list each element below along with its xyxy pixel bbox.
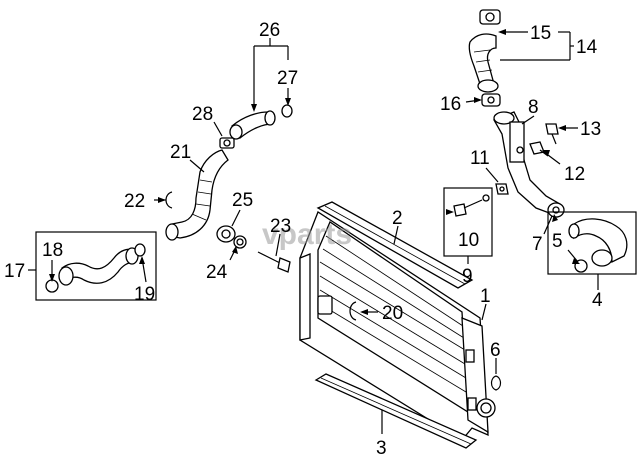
seal-24 [233, 235, 247, 249]
hose-assembly-17-box [35, 231, 157, 301]
leader-lines [28, 31, 599, 434]
charge-hose-14 [468, 33, 499, 93]
callout-25: 25 [232, 190, 253, 211]
arrowheads [49, 29, 580, 315]
callout-28: 28 [192, 104, 213, 125]
callout-11: 11 [470, 148, 490, 169]
callout-21: 21 [170, 142, 191, 163]
callout-26: 26 [259, 20, 280, 41]
clip-20 [349, 301, 357, 321]
callout-8: 8 [528, 97, 539, 118]
callout-18: 18 [42, 240, 63, 261]
clip-22 [165, 191, 173, 209]
clamp-7 [547, 202, 565, 218]
o-ring-27 [281, 104, 293, 118]
callout-19: 19 [134, 284, 155, 305]
callout-2: 2 [392, 208, 403, 229]
callout-15: 15 [530, 23, 551, 44]
bolt-13 [545, 123, 559, 145]
callout-14: 14 [576, 37, 598, 58]
lower-air-deflector [314, 373, 478, 449]
clamp-16 [481, 93, 501, 107]
callout-13: 13 [580, 119, 601, 140]
callout-4: 4 [592, 290, 603, 311]
watermark-text: vparts [262, 218, 352, 251]
callout-17: 17 [4, 261, 25, 282]
callout-12: 12 [564, 164, 585, 185]
callout-7: 7 [532, 234, 543, 255]
callout-16: 16 [440, 94, 461, 115]
seal-25 [216, 225, 236, 243]
inlet-hose-21 [165, 149, 229, 241]
callout-22: 22 [124, 191, 145, 212]
callout-24: 24 [206, 262, 228, 283]
clamp-15 [479, 9, 501, 25]
callout-3: 3 [376, 438, 387, 459]
charge-pipe-26 [229, 110, 276, 140]
callout-20: 20 [382, 303, 403, 324]
bolt-12 [529, 141, 549, 157]
callout-9: 9 [462, 266, 473, 287]
nut-11 [495, 183, 509, 195]
callout-6: 6 [490, 340, 501, 361]
clip-6 [490, 375, 502, 391]
callout-27: 27 [277, 68, 298, 89]
intercooler-core [299, 211, 496, 441]
hose-5 [568, 218, 628, 273]
bolt-10 [453, 194, 490, 217]
callout-5: 5 [552, 231, 563, 252]
clamp-28 [219, 137, 235, 149]
callout-10: 10 [458, 230, 479, 251]
upper-air-deflector [316, 201, 474, 289]
hose-18-19 [45, 243, 146, 293]
bolt-23 [257, 251, 291, 273]
callout-1: 1 [480, 286, 491, 307]
callout-23: 23 [270, 216, 291, 237]
hose-assembly-4-box [547, 211, 637, 275]
